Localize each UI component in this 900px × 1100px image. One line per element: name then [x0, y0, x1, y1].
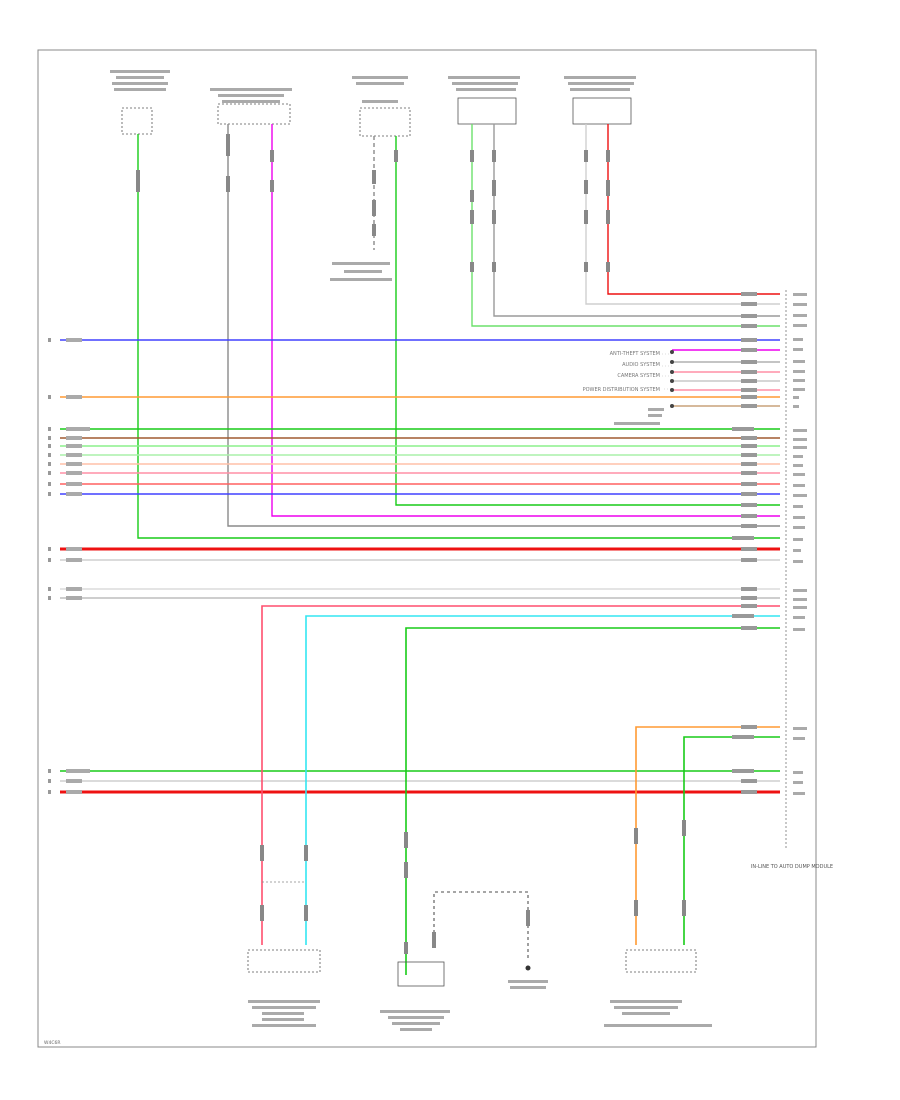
legend-audio: AUDIO SYSTEM: [622, 362, 660, 368]
caption-right: IN-LINE TO AUTO DUMP MODULE: [751, 864, 833, 870]
component-rear-camera: [217, 103, 291, 125]
wire-grn-lf-speaker: [471, 124, 780, 327]
left-pin-marks: [48, 338, 51, 794]
legend-anti-theft: ANTI-THEFT SYSTEM: [610, 351, 660, 357]
wire-gry-rf-speaker: [585, 124, 780, 305]
wire-tags-right: [732, 292, 757, 794]
wire-red-rf-speaker: [607, 124, 780, 295]
bottom-components: [247, 881, 697, 987]
wire-grn-ctrl: [395, 136, 780, 506]
component-control-unit: [359, 107, 411, 137]
wire-cyn-rear-left: [305, 615, 780, 945]
wire-grn-rear-right: [683, 736, 780, 945]
wire-gry-lower: [433, 891, 529, 960]
component-rear-right-speaker: [625, 949, 697, 973]
wire-org-rear-right: [635, 726, 780, 945]
component-labels: [110, 70, 636, 281]
wire-gry-camera: [227, 124, 780, 527]
component-rear-left-speaker: [247, 949, 321, 973]
legend-dots: [670, 350, 674, 408]
legend-power: POWER DISTRIBUTION SYSTEM: [583, 387, 660, 393]
wire-gry-lf-speaker: [493, 124, 780, 317]
diagram-frame: [37, 49, 817, 1048]
wire-vio-camera: [271, 124, 780, 517]
right-connector: [785, 290, 807, 848]
component-left-front-speaker: [457, 97, 517, 125]
component-right-front-speaker: [572, 97, 632, 125]
component-left-switch: [121, 107, 153, 135]
top-components: [121, 97, 632, 137]
vertical-connector-marks: [136, 134, 686, 954]
component-lower-center: [397, 961, 445, 987]
ground-symbol: [525, 965, 531, 971]
top-vertical-wires: [137, 124, 780, 539]
bottom-labels: [248, 980, 712, 1031]
side-tags: [614, 408, 664, 425]
horizontal-wires: [60, 339, 780, 794]
wire-grn-left-switch: [137, 134, 780, 539]
legend-camera: CAMERA SYSTEM: [617, 373, 660, 379]
wire-pnk-rear-left: [261, 605, 780, 945]
wire-tags-left: [66, 338, 90, 794]
wire-grn-lower-center: [405, 627, 780, 975]
page-code: W4C6R: [44, 1040, 60, 1046]
